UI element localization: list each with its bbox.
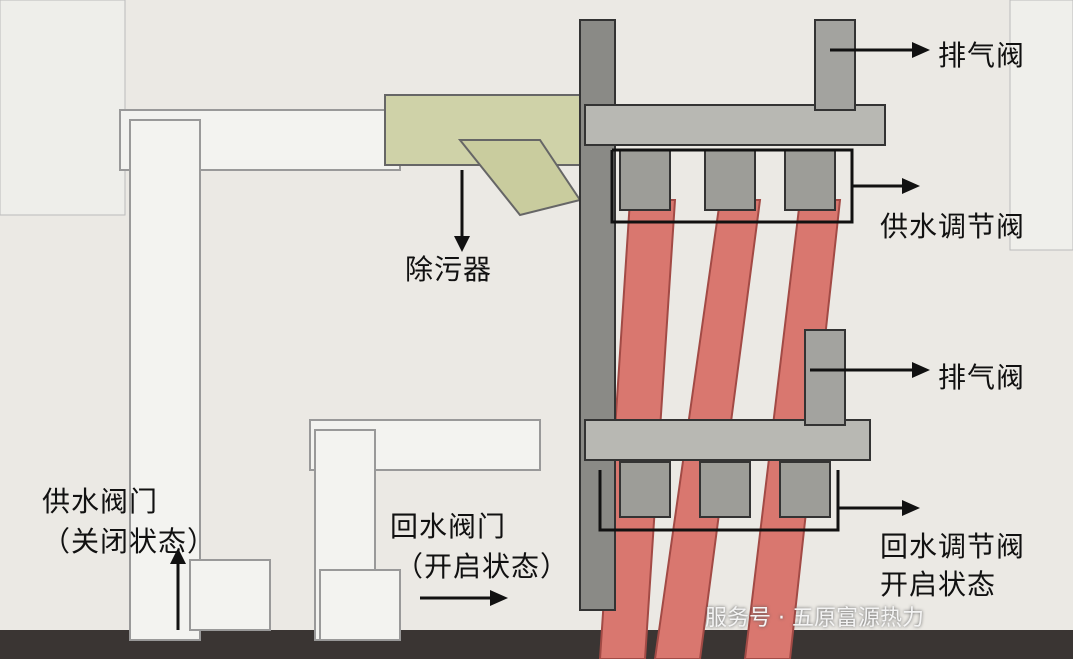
label-supply-regulating-valve: 供水调节阀 bbox=[880, 210, 1026, 243]
dirt-separator bbox=[384, 94, 586, 217]
supply-pipe bbox=[119, 109, 541, 641]
watermark: 服务号 · 五原富源热力 bbox=[705, 606, 924, 631]
label-lower-vent-valve: 排气阀 bbox=[938, 361, 1026, 394]
label-top-vent-valve: 排气阀 bbox=[938, 39, 1026, 72]
label-supply-valve-state: （关闭状态） bbox=[42, 525, 217, 558]
label-dirt-separator: 除污器 bbox=[405, 253, 493, 286]
label-return-valve: 回水阀门 bbox=[390, 510, 507, 543]
manifold bbox=[579, 19, 886, 611]
label-supply-valve: 供水阀门 bbox=[42, 485, 159, 518]
label-return-valve-state: （开启状态） bbox=[395, 550, 570, 583]
arrow-heads bbox=[170, 42, 930, 606]
label-return-regulating-valve: 回水调节阀 bbox=[880, 530, 1026, 563]
label-return-regulating-valve-state: 开启状态 bbox=[880, 568, 997, 601]
callout-lines bbox=[176, 48, 915, 630]
